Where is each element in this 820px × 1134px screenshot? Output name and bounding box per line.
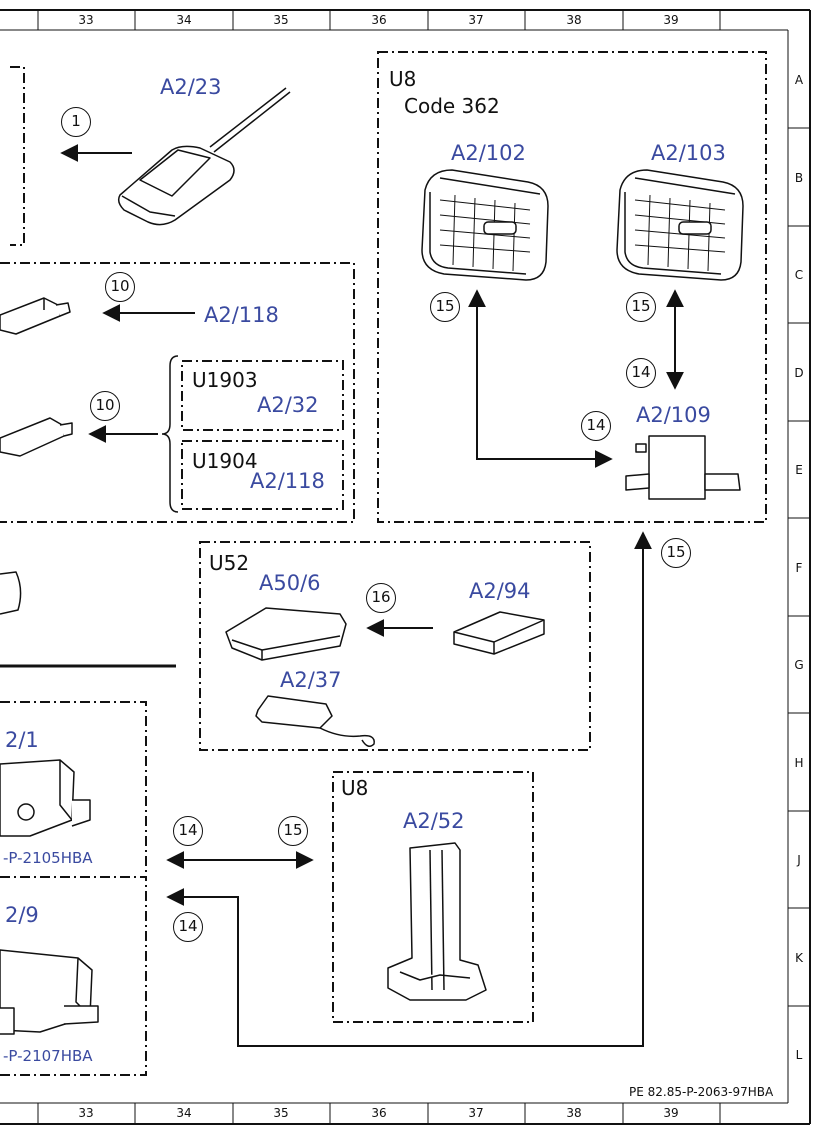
label-u1904: U1904 <box>192 449 258 473</box>
a50-6-part <box>225 607 347 661</box>
label-code-362: Code 362 <box>404 94 500 118</box>
label-ref-2107: -P-2107HBA <box>3 1047 93 1065</box>
label-u8-top: U8 <box>389 67 417 91</box>
label-u52: U52 <box>209 551 250 575</box>
callout-16: 16 <box>366 583 396 613</box>
box-left-top <box>10 66 25 246</box>
box-u1903 <box>181 360 344 431</box>
column-number: 35 <box>273 1106 289 1120</box>
box-left-bottom-a <box>0 701 147 877</box>
row-letter: E <box>795 463 803 477</box>
a2-102-part <box>421 169 549 281</box>
left-part-a2-9 <box>0 949 99 1035</box>
a2-103-part <box>616 169 744 281</box>
column-number: 36 <box>371 1106 387 1120</box>
label-a2-94: A2/94 <box>469 579 531 603</box>
row-letter: F <box>795 561 803 575</box>
a2-52-part <box>387 842 487 1001</box>
column-number: 39 <box>663 1106 679 1120</box>
row-letter: J <box>797 853 801 867</box>
a2-23-part <box>117 87 291 226</box>
label-a2-32: A2/32 <box>257 393 319 417</box>
label-a2-103: A2/103 <box>651 141 726 165</box>
row-letter: D <box>794 366 804 380</box>
column-number: 37 <box>468 1106 484 1120</box>
callout-1: 1 <box>61 107 91 137</box>
column-number: 34 <box>176 1106 192 1120</box>
box-left-mid <box>0 262 355 523</box>
callout-10: 10 <box>105 272 135 302</box>
column-number: 39 <box>663 13 679 27</box>
label-u1903: U1903 <box>192 368 258 392</box>
callout-14: 14 <box>581 411 611 441</box>
box-u1904 <box>181 440 344 510</box>
column-number: 34 <box>176 13 192 27</box>
column-number: 37 <box>468 13 484 27</box>
row-letter: G <box>794 658 804 672</box>
row-letter: H <box>794 756 804 770</box>
label-a2-23: A2/23 <box>160 75 222 99</box>
callout-14: 14 <box>626 358 656 388</box>
callout-15: 15 <box>626 292 656 322</box>
connector-left-a <box>0 297 71 335</box>
callout-14: 14 <box>173 912 203 942</box>
box-u8-top <box>377 51 767 523</box>
row-letter: A <box>794 73 804 87</box>
column-number: 36 <box>371 13 387 27</box>
label-a2-37: A2/37 <box>280 668 342 692</box>
row-letter: C <box>794 268 804 282</box>
label-a50-6: A50/6 <box>259 571 321 595</box>
callout-10: 10 <box>90 391 120 421</box>
label-u8-bottom: U8 <box>341 776 369 800</box>
row-letter: K <box>795 951 803 965</box>
callout-15: 15 <box>661 538 691 568</box>
row-letter: B <box>794 171 804 185</box>
connector-left-b <box>0 417 73 457</box>
left-part-a2-1 <box>0 759 91 837</box>
column-number: 33 <box>78 13 94 27</box>
label-a2-118-top: A2/118 <box>204 303 279 327</box>
label-a2-102: A2/102 <box>451 141 526 165</box>
a2-37-part <box>255 695 375 747</box>
frame <box>0 9 811 1125</box>
label-a2-9-partial: 2/9 <box>5 903 39 927</box>
label-a2-1-partial: 2/1 <box>5 728 39 752</box>
label-ref-2105: -P-2105HBA <box>3 849 93 867</box>
label-a2-109: A2/109 <box>636 403 711 427</box>
column-number: 38 <box>566 1106 582 1120</box>
document-reference: PE 82.85-P-2063-97HBA <box>629 1085 774 1099</box>
row-letter: L <box>795 1048 803 1062</box>
label-a2-52: A2/52 <box>403 809 465 833</box>
column-number: 38 <box>566 13 582 27</box>
callout-15: 15 <box>278 816 308 846</box>
column-number: 33 <box>78 1106 94 1120</box>
a2-109-part <box>625 435 741 500</box>
box-left-bottom-b <box>0 876 147 1076</box>
column-number: 35 <box>273 13 289 27</box>
callout-14: 14 <box>173 816 203 846</box>
label-a2-118-bot: A2/118 <box>250 469 325 493</box>
callout-15: 15 <box>430 292 460 322</box>
a2-94-part <box>453 611 545 655</box>
